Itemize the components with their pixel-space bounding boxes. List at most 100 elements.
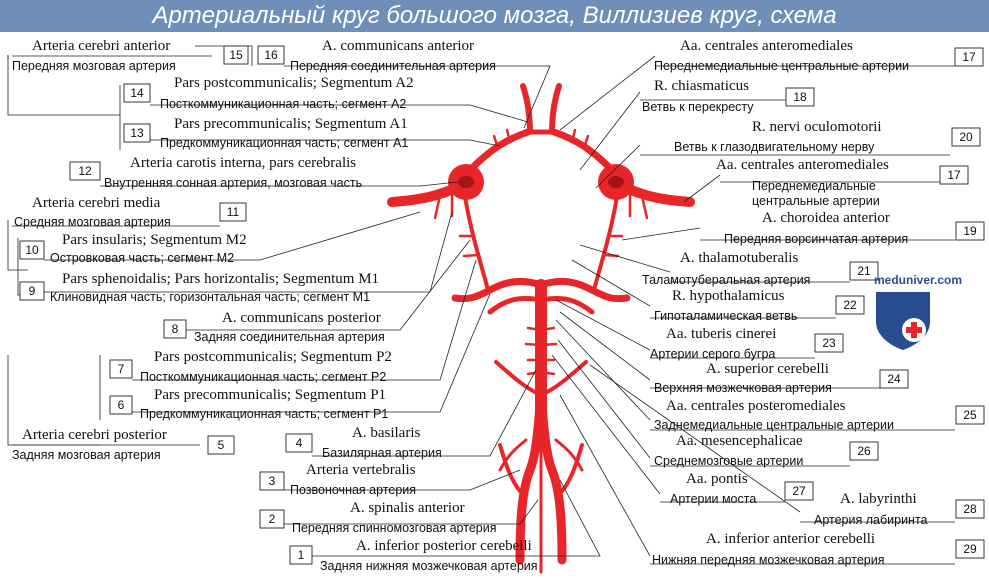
- label-19-latin: A. choroidea anterior: [762, 210, 890, 226]
- label-10-number: 10: [25, 243, 39, 257]
- label-17a-number: 17: [962, 50, 976, 64]
- label-7-latin: Pars postcommunicalis; Segmentum P2: [154, 349, 392, 365]
- label-20-latin: R. nervi oculomotorii: [752, 119, 882, 135]
- label-27-latin: Aa. pontis: [686, 471, 748, 487]
- label-15-latin: Arteria cerebri anterior: [32, 38, 170, 54]
- label-23-latin: Aa. tuberis cinerei: [666, 326, 776, 342]
- label-22-latin: R. hypothalamicus: [672, 288, 785, 304]
- label-16-number: 16: [264, 48, 278, 62]
- label-8-number: 8: [172, 322, 179, 336]
- label-18-latin: R. chiasmaticus: [654, 78, 749, 94]
- vertebral-artery-right: [537, 400, 567, 565]
- label-20-russian: Ветвь к глазодвигательному нерву: [674, 140, 875, 154]
- label-24-latin: A. superior cerebelli: [706, 361, 829, 377]
- label-5-number: 5: [218, 438, 225, 452]
- label-28-number: 28: [963, 502, 977, 516]
- label-22-number: 22: [843, 298, 857, 312]
- label-21-latin: A. thalamotuberalis: [680, 250, 798, 266]
- label-12-number: 12: [78, 164, 92, 178]
- label-25-russian: Заднемедиальные центральные артерии: [654, 418, 894, 432]
- label-2-number: 2: [269, 512, 276, 526]
- label-5-russian: Задняя мозговая артерия: [12, 448, 161, 462]
- label-23-russian: Артерии серого бугра: [650, 347, 775, 361]
- label-21-number: 21: [857, 264, 871, 278]
- label-13-latin: Pars precommunicalis; Segmentum A1: [174, 116, 408, 132]
- label-12-latin: Arteria carotis interna, pars cerebralis: [130, 155, 356, 171]
- label-17b-number: 17: [947, 168, 961, 182]
- pica-right: [556, 443, 584, 497]
- title-banner: [0, 0, 989, 32]
- label-6-latin: Pars precommunicalis; Segmentum P1: [154, 387, 386, 403]
- anterior-cerebral-a1-right: [550, 128, 616, 174]
- label-11-latin: Arteria cerebri media: [32, 195, 161, 211]
- posterior-communicating-right: [592, 188, 620, 292]
- label-11-russian: Средняя мозговая артерия: [14, 215, 171, 229]
- label-18-russian: Ветвь к перекресту: [642, 100, 754, 114]
- label-10-russian: Островковая часть; сегмент M2: [50, 251, 234, 265]
- label-8-russian: Задняя соединительная артерия: [194, 330, 385, 344]
- label-3-latin: Arteria vertebralis: [306, 462, 416, 478]
- leader-lines: [7, 45, 955, 565]
- label-14-latin: Pars postcommunicalis; Segmentum A2: [174, 75, 414, 91]
- left-labels: Arteria cerebri anterior Передняя мозгов…: [12, 38, 538, 573]
- label-17b-latin: Aa. centrales anteromediales: [716, 157, 889, 173]
- label-29-number: 29: [963, 542, 977, 556]
- label-3-russian: Позвоночная артерия: [290, 483, 416, 497]
- label-14-number: 14: [130, 86, 144, 100]
- label-4-russian: Базилярная артерия: [322, 446, 442, 460]
- label-28-latin: A. labyrinthi: [840, 491, 917, 507]
- label-6-russian: Предкоммуникационная часть; сегмент P1: [140, 407, 388, 421]
- label-4-latin: A. basilaris: [352, 425, 420, 441]
- number-boxes: [19, 45, 985, 565]
- label-29-russian: Нижняя передняя мозжечковая артерия: [652, 553, 885, 567]
- label-13-russian: Предкоммуникационная часть; сегмент A1: [160, 136, 408, 150]
- label-25-number: 25: [963, 408, 977, 422]
- label-15-number: 15: [229, 48, 243, 62]
- vertebral-artery-left: [515, 400, 545, 565]
- watermark-text: meduniver.com: [874, 273, 962, 287]
- label-24-russian: Верхняя мозжечковая артерия: [654, 381, 832, 395]
- label-27-number: 27: [792, 484, 806, 498]
- posterior-communicating-left: [462, 188, 490, 292]
- label-14-russian: Посткоммуникационная часть; сегмент A2: [160, 97, 406, 111]
- label-3-number: 3: [269, 474, 276, 488]
- label-10-latin: Pars insularis; Segmentum M2: [62, 232, 247, 248]
- label-18-number: 18: [793, 90, 807, 104]
- label-6-number: 6: [118, 398, 125, 412]
- label-26-russian: Среднемозговые артерии: [654, 454, 803, 468]
- label-26-latin: Aa. mesencephalicae: [676, 433, 803, 449]
- label-9-latin: Pars sphenoidalis; Pars horizontalis; Se…: [62, 271, 379, 287]
- label-11-number: 11: [227, 205, 240, 219]
- label-7-russian: Посткоммуникационная часть; сегмент P2: [140, 370, 386, 384]
- label-23-number: 23: [822, 336, 836, 350]
- label-8-latin: A. communicans posterior: [222, 310, 381, 326]
- anterior-cerebral-a2-left: [520, 83, 533, 135]
- label-17a-russian: Переднемедиальные центральные артерии: [654, 59, 909, 73]
- label-26-number: 26: [857, 444, 871, 458]
- label-25-latin: Aa. centrales posteromediales: [666, 398, 846, 414]
- label-27-russian: Артерии моста: [670, 492, 756, 506]
- label-2-russian: Передняя спинномозговая артерия: [292, 521, 496, 535]
- label-28-russian: Артерия лабиринта: [814, 513, 928, 527]
- label-17b-russian-1: Переднемедиальные: [752, 179, 876, 193]
- label-1-number: 1: [298, 548, 305, 562]
- label-24-number: 24: [887, 372, 901, 386]
- meduniver-logo: meduniver.com: [874, 273, 962, 350]
- label-17a-latin: Aa. centrales anteromediales: [680, 38, 853, 54]
- label-20-number: 20: [959, 130, 973, 144]
- label-4-number: 4: [296, 436, 303, 450]
- label-19-number: 19: [963, 224, 977, 238]
- label-9-russian: Клиновидная часть; горизонтальная часть;…: [50, 290, 370, 304]
- anterior-cerebral-a1-left: [466, 128, 532, 174]
- label-19-russian: Передняя ворсинчатая артерия: [724, 232, 908, 246]
- label-29-latin: A. inferior anterior cerebelli: [706, 531, 875, 547]
- pica-left: [498, 443, 526, 497]
- anterior-cerebral-a2-right: [549, 83, 562, 135]
- right-labels: Aa. centrales anteromediales Переднемеди…: [642, 38, 928, 567]
- label-21-russian: Таламотуберальная артерия: [642, 273, 810, 287]
- label-1-russian: Задняя нижняя мозжечковая артерия: [320, 559, 538, 573]
- label-15-russian: Передняя мозговая артерия: [12, 59, 176, 73]
- number-labels: 15 16 14 13 12 11 10 9 8 7 6 5 4 3 2 1 1…: [25, 48, 977, 562]
- label-2-latin: A. spinalis anterior: [350, 500, 465, 516]
